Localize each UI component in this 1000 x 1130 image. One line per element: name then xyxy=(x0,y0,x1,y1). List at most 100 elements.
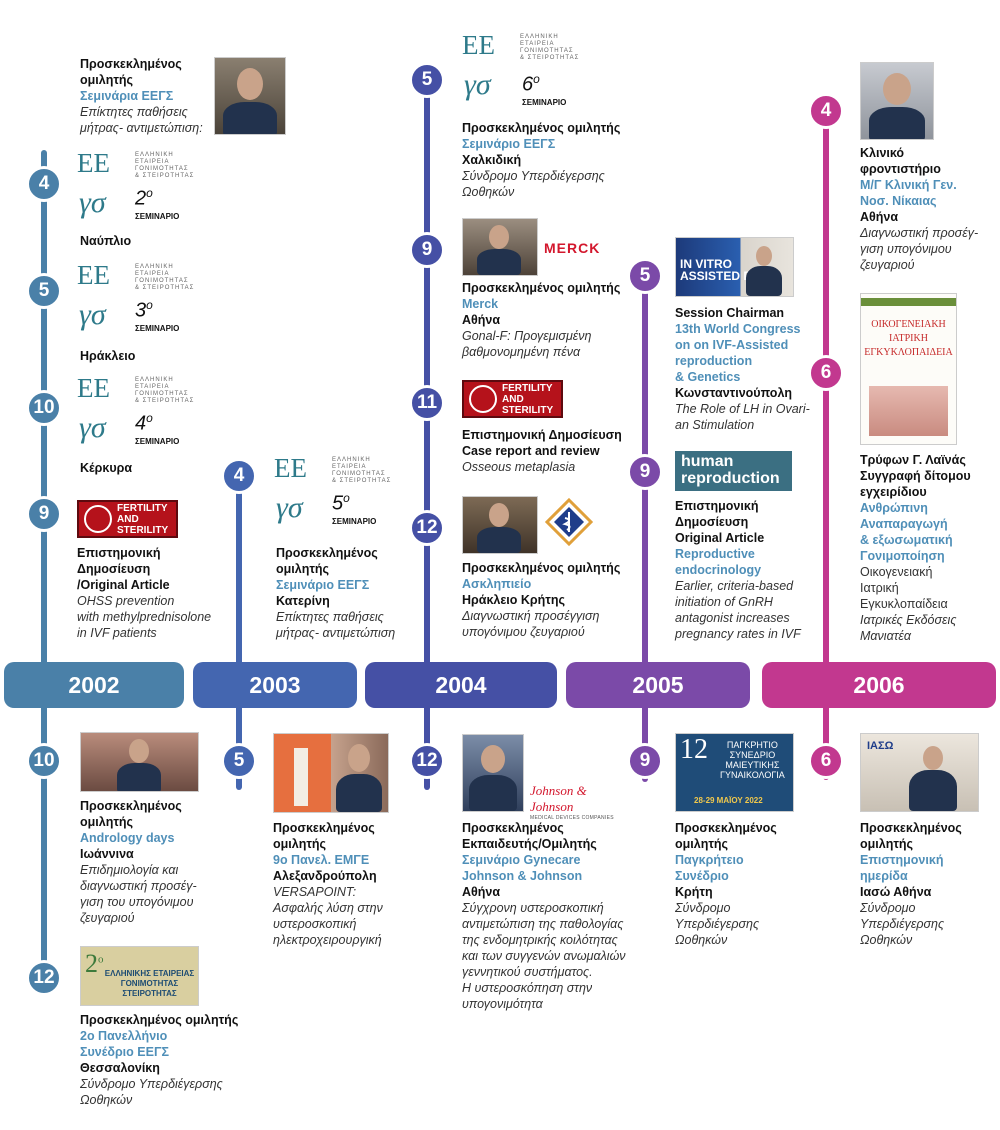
month-dot: 5 xyxy=(409,62,445,98)
event-2004-gynecare: Προσκεκλημένος Εκπαιδευτής/Ομιλητής Σεμι… xyxy=(462,821,626,1011)
month-dot: 12 xyxy=(26,960,62,996)
eegs-gs: γσ xyxy=(464,68,491,101)
month-dot: 5 xyxy=(627,258,663,294)
eegs-org-text: ΕΛΛΗΝΙΚΗ ΕΤΑΙΡΕΙΑ ΓΟΝΙΜΟΤΗΤΑΣ & ΣΤΕΙΡΟΤΗ… xyxy=(135,377,195,404)
merck-logo: MERCK xyxy=(544,240,601,256)
seminar-word: ΣΕΜΙΝΑΡΙΟ xyxy=(522,98,567,107)
timeline-line-2004 xyxy=(424,70,430,790)
eegs-seminar-logo: ΕΕ γσ ΕΛΛΗΝΙΚΗ ΕΤΑΙΡΕΙΑ ΓΟΝΙΜΟΤΗΤΑΣ & ΣΤ… xyxy=(274,455,394,537)
event-2002-heraklion: Ηράκλειο xyxy=(80,349,136,363)
month-dot: 9 xyxy=(627,743,663,779)
event-2002-seminars: Προσκεκλημένος ομιλητής Σεμινάρια ΕΕΓΣ Ε… xyxy=(80,56,220,136)
seminar-ordinal: 5ο xyxy=(332,491,350,515)
eegs-org-text: ΕΛΛΗΝΙΚΗ ΕΤΑΙΡΕΙΑ ΓΟΝΙΜΟΤΗΤΑΣ & ΣΤΕΙΡΟΤΗ… xyxy=(135,264,195,291)
book-cover: ΟΙΚΟΓΕΝΕΙΑΚΗ ΙΑΤΡΙΚΗ ΕΓΚΥΚΛΟΠΑΙΔΕΙΑ xyxy=(860,293,957,445)
eegs-gs: γσ xyxy=(79,186,106,219)
event-2006-nikaia: Κλινικό φροντιστήριο Μ/Γ Κλινική Γεν. Νο… xyxy=(860,146,979,272)
event-2002-nafplio: Ναύπλιο xyxy=(80,234,132,248)
eegs-org-text: ΕΛΛΗΝΙΚΗ ΕΤΑΙΡΕΙΑ ΓΟΝΙΜΟΤΗΤΑΣ & ΣΤΕΙΡΟΤΗ… xyxy=(332,457,392,484)
year-bar-2006: 2006 xyxy=(762,662,996,708)
event-2004-chalkidiki: Προσκεκλημένος ομιλητής Σεμινάριο ΕΕΓΣ Χ… xyxy=(462,121,621,199)
event-2002-publication: Επιστημονική Δημοσίευση /Original Articl… xyxy=(77,546,212,640)
event-2002-corfu: Κέρκυρα xyxy=(80,461,133,475)
month-dot: 12 xyxy=(409,510,445,546)
year-bar-2003: 2003 xyxy=(193,662,357,708)
eegs-seminar-logo: ΕΕ γσ ΕΛΛΗΝΙΚΗ ΕΤΑΙΡΕΙΑ ΓΟΝΙΜΟΤΗΤΑΣ & ΣΤ… xyxy=(462,32,592,114)
event-2003-alexandroupoli: Προσκεκλημένος ομιλητής 9ο Πανελ. ΕΜΓΕ Α… xyxy=(273,821,383,947)
month-dot: 4 xyxy=(808,93,844,129)
month-dot: 4 xyxy=(221,458,257,494)
speaker-photo xyxy=(273,733,389,813)
year-bar-2004: 2004 xyxy=(365,662,557,708)
month-dot: 9 xyxy=(627,454,663,490)
event-2005-pancretan: Προσκεκλημένος ομιλητής Παγκρήτειο Συνέδ… xyxy=(675,821,777,947)
seminar-ordinal: 2ο xyxy=(135,186,153,210)
eegs-seminar-logo: ΕΕ γσ ΕΛΛΗΝΙΚΗ ΕΤΑΙΡΕΙΑ ΓΟΝΙΜΟΤΗΤΑΣ & ΣΤ… xyxy=(77,150,197,232)
eegs-gs: γσ xyxy=(276,491,303,524)
speaker-photo xyxy=(462,218,538,276)
event-2004-publication: Επιστημονική Δημοσίευση Case report and … xyxy=(462,428,622,474)
eegs-ee: ΕΕ xyxy=(77,148,110,178)
congress2-text: ΕΛΛΗΝΙΚΗΣ ΕΤΑΙΡΕΙΑΣ ΓΟΝΙΜΟΤΗΤΑΣ ΣΤΕΙΡΟΤΗ… xyxy=(104,969,195,998)
month-dot: 12 xyxy=(409,743,445,779)
month-dot: 10 xyxy=(26,743,62,779)
event-2006-book: Τρύφων Γ. Λαϊνάς Συγγραφή δίτομου εγχειρ… xyxy=(860,453,971,643)
seminar-word: ΣΕΜΙΝΑΡΙΟ xyxy=(332,517,377,526)
month-dot: 10 xyxy=(26,390,62,426)
seminar-ordinal: 6ο xyxy=(522,72,540,96)
congress-photo: IN VITRO ASSISTED REPR xyxy=(675,237,794,297)
timeline-line-2006 xyxy=(823,100,829,780)
event-role: Προσκεκλημένος ομιλητής xyxy=(80,57,182,87)
eegs-gs: γσ xyxy=(79,298,106,331)
year-bar-2002: 2002 xyxy=(4,662,184,708)
speaker-photo xyxy=(80,732,199,792)
iaso-logo: ΙΑΣΩ xyxy=(867,740,894,752)
eegs-seminar-logo: ΕΕ γσ ΕΛΛΗΝΙΚΗ ΕΤΑΙΡΕΙΑ ΓΟΝΙΜΟΤΗΤΑΣ & ΣΤ… xyxy=(77,375,197,457)
month-dot: 9 xyxy=(26,496,62,532)
congress-poster: 2ο ΕΛΛΗΝΙΚΗΣ ΕΤΑΙΡΕΙΑΣ ΓΟΝΙΜΟΤΗΤΑΣ ΣΤΕΙΡ… xyxy=(80,946,199,1006)
eegs-ee: ΕΕ xyxy=(462,30,495,60)
seminar-ordinal: 3ο xyxy=(135,298,153,322)
congress-poster: 12 ΠΑΓΚΡΗΤΙΟ ΣΥΝΕΔΡΙΟ ΜΑΙΕΥΤΙΚΗΣ ΓΥΝΑΙΚΟ… xyxy=(675,733,794,812)
speaker-photo xyxy=(214,57,286,135)
fertility-sterility-logo: FERTILITY AND STERILITY xyxy=(77,500,178,538)
speaker-photo: ΙΑΣΩ xyxy=(860,733,979,812)
event-2003-katerini: Προσκεκλημένος ομιλητής Σεμινάριο ΕΕΓΣ Κ… xyxy=(276,546,396,640)
speaker-photo xyxy=(462,734,524,812)
event-2002-congress: Προσκεκλημένος ομιλητής 2ο Πανελλήνιο Συ… xyxy=(80,1013,239,1107)
eegs-org-text: ΕΛΛΗΝΙΚΗ ΕΤΑΙΡΕΙΑ ΓΟΝΙΜΟΤΗΤΑΣ & ΣΤΕΙΡΟΤΗ… xyxy=(135,152,195,179)
event-2006-iaso: Προσκεκλημένος ομιλητής Επιστημονική ημε… xyxy=(860,821,962,947)
speaker-photo xyxy=(860,62,934,140)
month-dot: 4 xyxy=(26,166,62,202)
month-dot: 6 xyxy=(808,743,844,779)
asklipieio-logo xyxy=(544,497,594,547)
timeline-line-2003 xyxy=(236,470,242,790)
month-dot: 6 xyxy=(808,355,844,391)
event-title: Σεμινάρια ΕΕΓΣ xyxy=(80,89,174,103)
month-dot: 5 xyxy=(221,743,257,779)
eegs-ee: ΕΕ xyxy=(77,373,110,403)
month-dot: 9 xyxy=(409,232,445,268)
timeline-line-2002 xyxy=(41,150,47,990)
seminar-word: ΣΕΜΙΝΑΡΙΟ xyxy=(135,212,180,221)
congress12-text: ΠΑΓΚΡΗΤΙΟ ΣΥΝΕΔΡΙΟ ΜΑΙΕΥΤΙΚΗΣ ΓΥΝΑΙΚΟΛΟΓ… xyxy=(720,740,785,780)
event-2002-andrology: Προσκεκλημένος ομιλητής Andrology days Ι… xyxy=(80,799,197,925)
timeline-line-2005 xyxy=(642,262,648,782)
speaker-photo xyxy=(462,496,538,554)
seminar-ordinal: 4ο xyxy=(135,411,153,435)
eegs-ee: ΕΕ xyxy=(77,260,110,290)
event-2005-publication: Επιστημονική Δημοσίευση Original Article… xyxy=(675,499,801,641)
seminar-word: ΣΕΜΙΝΑΡΙΟ xyxy=(135,324,180,333)
eegs-seminar-logo: ΕΕ γσ ΕΛΛΗΝΙΚΗ ΕΤΑΙΡΕΙΑ ΓΟΝΙΜΟΤΗΤΑΣ & ΣΤ… xyxy=(77,262,197,344)
fertility-sterility-logo: FERTILITY AND STERILITY xyxy=(462,380,563,418)
human-reproduction-logo: human reproduction xyxy=(675,451,792,491)
event-2004-asklipieio: Προσκεκλημένος ομιλητής Ασκληπιείο Ηράκλ… xyxy=(462,561,621,639)
month-dot: 5 xyxy=(26,273,62,309)
eegs-gs: γσ xyxy=(79,411,106,444)
year-bar-2005: 2005 xyxy=(566,662,750,708)
eegs-ee: ΕΕ xyxy=(274,453,307,483)
month-dot: 11 xyxy=(409,385,445,421)
seminar-word: ΣΕΜΙΝΑΡΙΟ xyxy=(135,437,180,446)
event-2004-merck: Προσκεκλημένος ομιλητής Merck Αθήνα Gona… xyxy=(462,281,621,359)
eegs-org-text: ΕΛΛΗΝΙΚΗ ΕΤΑΙΡΕΙΑ ΓΟΝΙΜΟΤΗΤΑΣ & ΣΤΕΙΡΟΤΗ… xyxy=(520,34,580,61)
